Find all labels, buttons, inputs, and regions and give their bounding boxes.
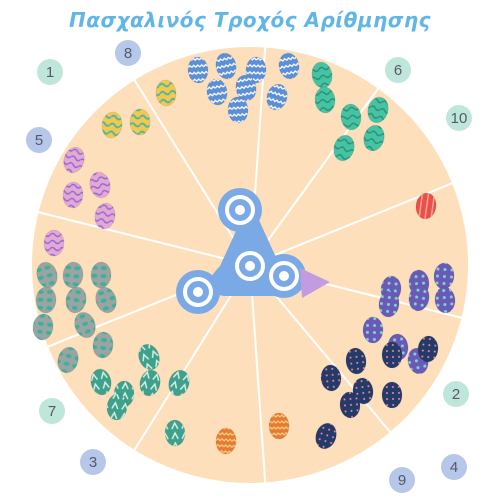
wheel-divider (38, 211, 251, 266)
spinner-ring (269, 261, 299, 291)
number-badge[interactable]: 5 (26, 127, 52, 153)
number-badge[interactable]: 8 (115, 40, 141, 66)
easter-egg (35, 286, 57, 314)
easter-egg (367, 96, 389, 124)
easter-egg (415, 192, 437, 220)
number-badge[interactable]: 4 (441, 454, 467, 480)
egg-group-6 (311, 61, 389, 162)
easter-egg (266, 83, 288, 111)
number-badge[interactable]: 6 (385, 57, 411, 83)
easter-egg (168, 369, 190, 397)
spinner-bearing (235, 205, 245, 215)
spinner-bearing (245, 261, 255, 271)
easter-egg (417, 335, 439, 363)
egg-group-1 (415, 192, 437, 220)
easter-egg (65, 286, 87, 314)
easter-egg (320, 364, 342, 392)
easter-egg (227, 96, 249, 124)
easter-egg (362, 316, 384, 344)
easter-egg (155, 79, 177, 107)
egg-groups (32, 52, 456, 455)
easter-egg (278, 52, 300, 80)
easter-egg (90, 261, 112, 289)
easter-egg (215, 427, 237, 455)
easter-egg (314, 86, 336, 114)
pointer-arrow-icon[interactable] (300, 268, 330, 298)
easter-egg (94, 202, 116, 230)
easter-egg (101, 111, 123, 139)
fidget-spinner-icon[interactable] (176, 188, 306, 314)
easter-egg (381, 341, 403, 369)
easter-egg (62, 181, 84, 209)
easter-egg (215, 52, 237, 80)
egg-group-7 (90, 343, 190, 447)
number-badge[interactable]: 3 (80, 449, 106, 475)
spinner-ring (183, 277, 213, 307)
page-title: Πασχαλινός Τροχός Αρίθμησης (69, 8, 431, 32)
easter-egg (378, 290, 400, 318)
wheel-divider (249, 264, 267, 483)
egg-group-3 (101, 79, 177, 139)
easter-egg (57, 346, 79, 374)
spinner-bearing (193, 287, 203, 297)
easter-egg (139, 369, 161, 397)
easter-egg (36, 261, 58, 289)
easter-egg (345, 347, 367, 375)
easter-egg (352, 377, 374, 405)
easter-egg (129, 108, 151, 136)
number-badge[interactable]: 9 (389, 467, 415, 493)
easter-egg (164, 419, 186, 447)
easter-egg (43, 229, 65, 257)
easter-egg (340, 103, 362, 131)
number-badge[interactable]: 7 (39, 398, 65, 424)
wheel-divider (249, 182, 453, 266)
easter-egg (95, 286, 117, 314)
easter-egg (434, 286, 456, 314)
easter-egg (62, 261, 84, 289)
spinner-ring (235, 251, 265, 281)
easter-egg (106, 393, 128, 421)
spinner-bearing (279, 271, 289, 281)
number-badge[interactable]: 2 (443, 381, 469, 407)
easter-egg (63, 146, 85, 174)
wheel-divider (133, 79, 251, 266)
egg-group-10 (32, 261, 117, 374)
easter-egg (333, 134, 355, 162)
easter-egg (245, 56, 267, 84)
easter-egg (235, 74, 257, 102)
egg-group-8 (187, 52, 300, 124)
easter-egg (315, 422, 337, 450)
easter-egg (363, 124, 385, 152)
spinner-ring (225, 195, 255, 225)
easter-egg (339, 391, 361, 419)
easter-egg (138, 343, 160, 371)
number-badge[interactable]: 1 (37, 59, 63, 85)
easter-egg (408, 284, 430, 312)
easter-egg (381, 381, 403, 409)
easter-egg (206, 78, 228, 106)
easter-egg (32, 313, 54, 341)
easter-egg (89, 171, 111, 199)
number-badge[interactable]: 10 (446, 105, 472, 131)
easter-egg (187, 56, 209, 84)
egg-group-2 (215, 412, 290, 455)
easter-egg (92, 331, 114, 359)
easter-egg (74, 311, 96, 339)
egg-group-9 (315, 335, 439, 450)
easter-egg (268, 412, 290, 440)
easter-egg (90, 368, 112, 396)
egg-group-5 (43, 146, 116, 257)
